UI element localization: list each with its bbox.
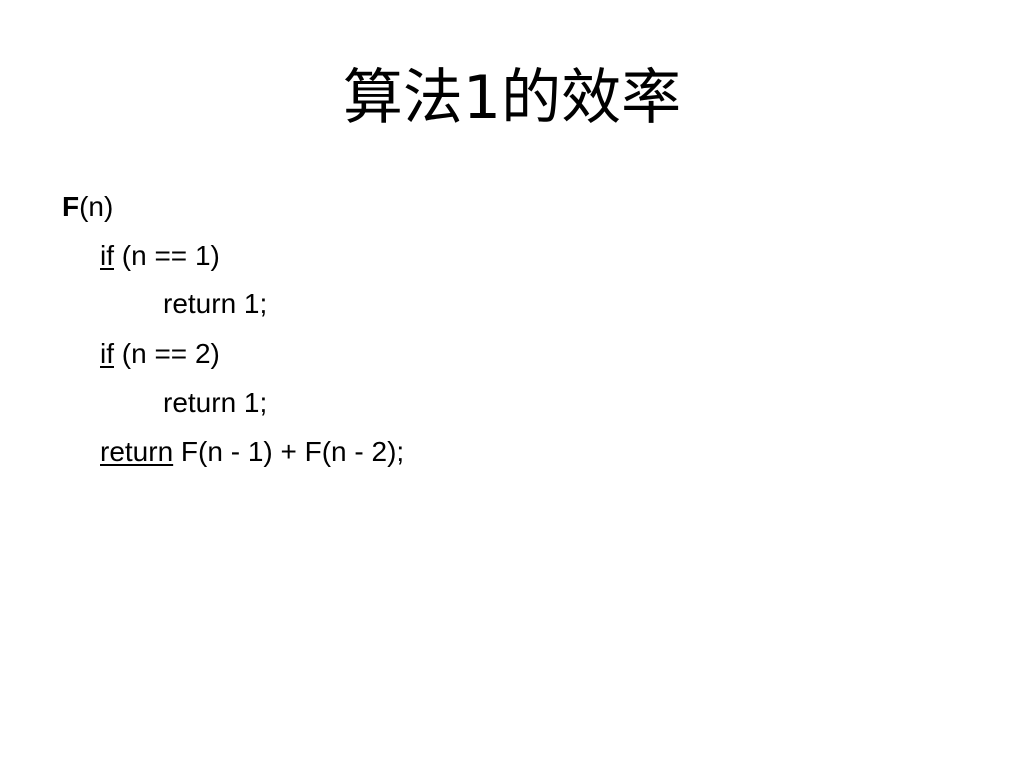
if-keyword: if xyxy=(100,338,114,369)
code-line-final-return: return F(n - 1) + F(n - 2); xyxy=(100,435,404,469)
if-condition: (n == 2) xyxy=(114,338,220,369)
code-line-return-1: return 1; xyxy=(163,287,267,321)
function-name: F xyxy=(62,191,80,222)
function-params: (n) xyxy=(79,191,114,222)
code-line-if-1: if (n == 1) xyxy=(100,239,220,273)
code-line-return-2: return 1; xyxy=(163,386,267,420)
return-keyword: return xyxy=(100,436,174,467)
if-condition: (n == 1) xyxy=(114,240,220,271)
code-line-if-2: if (n == 2) xyxy=(100,337,220,371)
if-keyword: if xyxy=(100,240,114,271)
code-line-signature: F(n) xyxy=(62,190,113,224)
return-statement: return 1; xyxy=(163,288,268,319)
return-statement: return 1; xyxy=(163,387,268,418)
return-expression: F(n - 1) + F(n - 2); xyxy=(173,436,405,467)
slide-title: 算法1的效率 xyxy=(342,63,682,133)
